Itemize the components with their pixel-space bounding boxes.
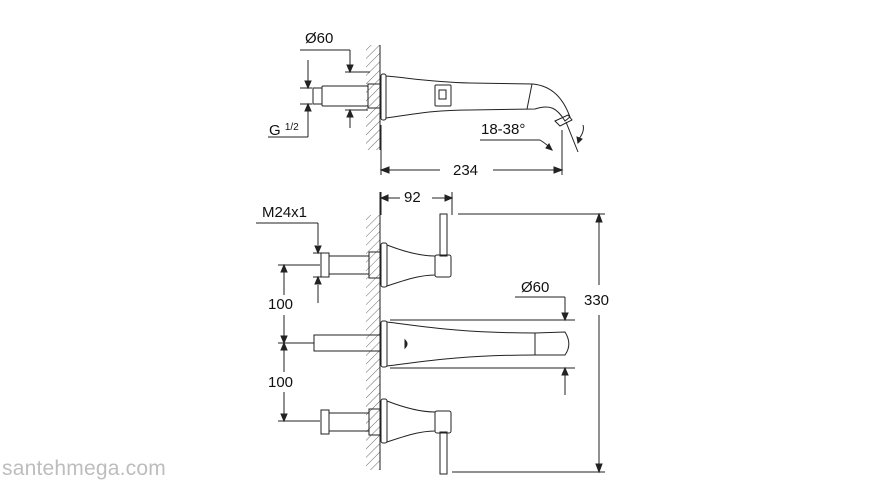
wall-hatch-front <box>366 192 381 470</box>
spacing-lower-label: 100 <box>268 374 294 391</box>
thread-label-main: G <box>269 122 281 139</box>
escutcheon-top <box>380 73 387 121</box>
watermark: santehmega.com <box>2 457 166 480</box>
thread-label-fraction: 1/2 <box>284 122 299 133</box>
thread-label-g: G 1/2 <box>269 120 299 139</box>
upper-valve-handle <box>320 213 452 288</box>
height-label: 330 <box>584 292 610 309</box>
length-label: 234 <box>453 162 479 179</box>
top-diameter-label: Ø60 <box>305 30 334 47</box>
spout-connector-top <box>312 83 381 109</box>
lower-valve-handle <box>320 398 452 475</box>
spout-diameter-label: Ø60 <box>521 279 550 296</box>
thread-label-m24: M24x1 <box>262 204 308 221</box>
spout-body-top <box>385 75 571 122</box>
spacing-upper-label: 100 <box>268 296 294 313</box>
angle-label: 18-38° <box>481 121 526 138</box>
spout-front <box>313 320 570 368</box>
depth-label: 92 <box>404 189 421 206</box>
